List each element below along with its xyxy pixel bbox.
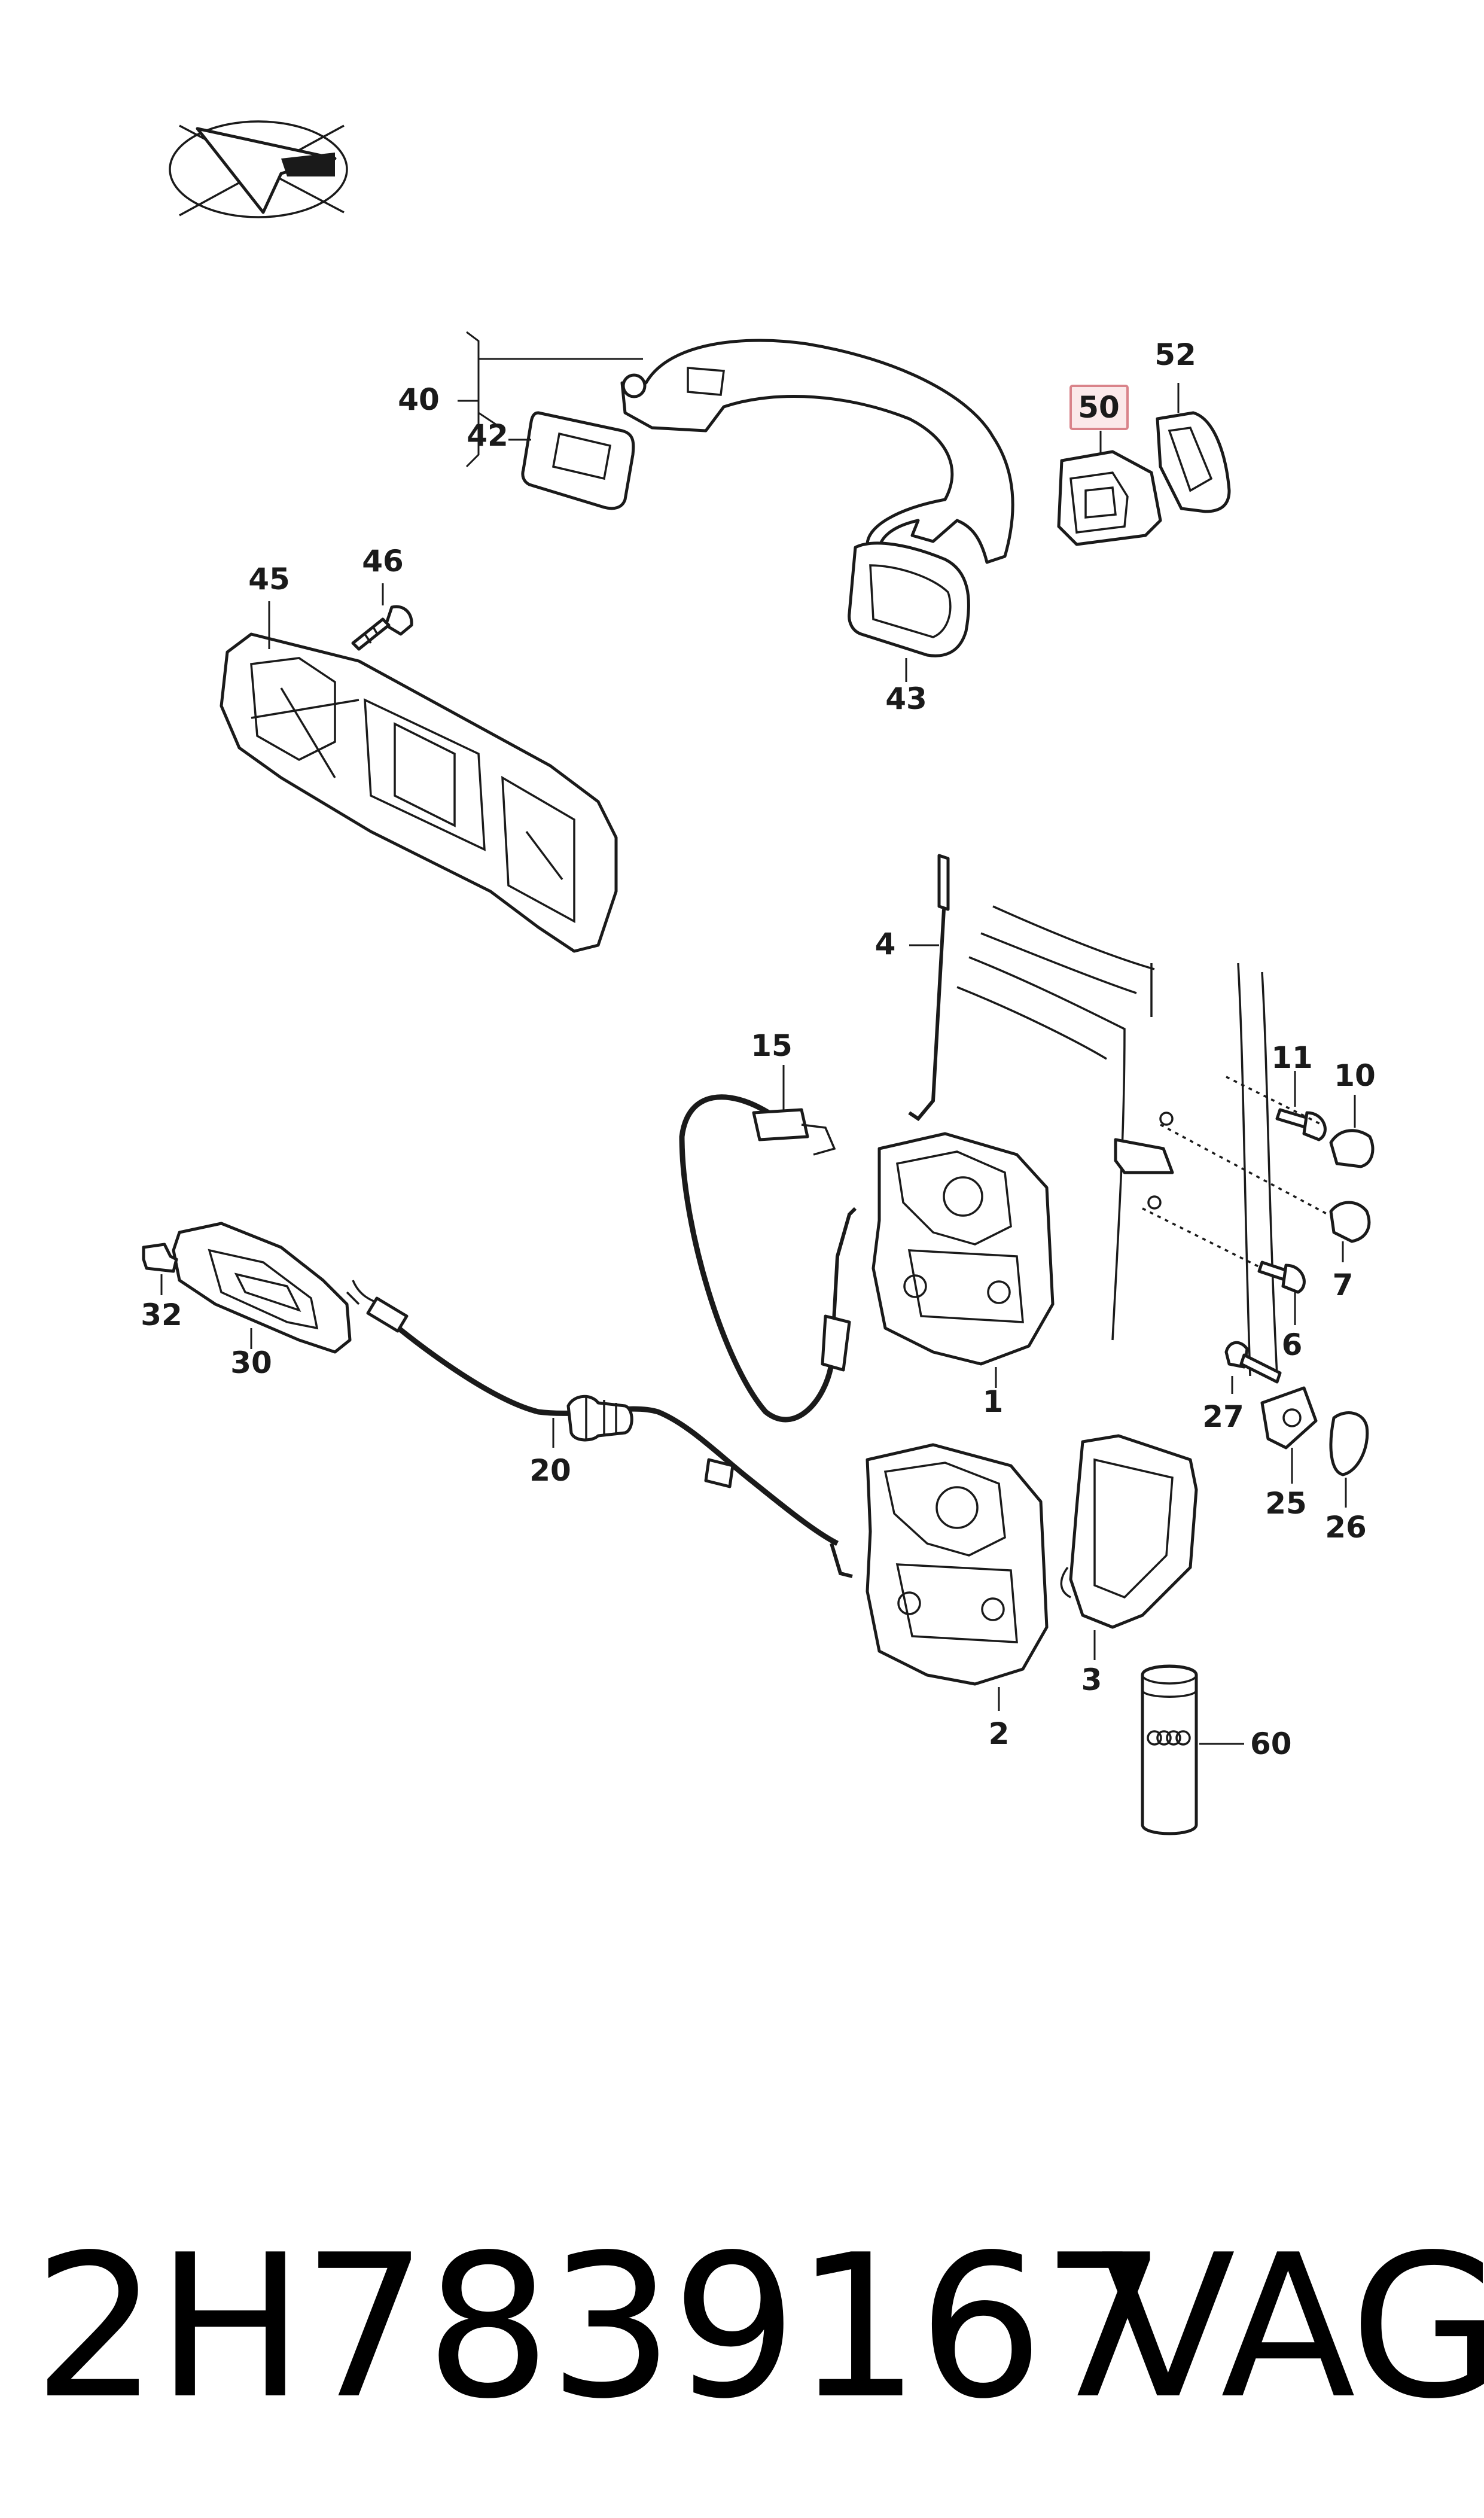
caption-bar: 2H7839167 VAG — [0, 2202, 1484, 2453]
clip-32-part — [142, 1243, 178, 1273]
cap-10-part — [1329, 1129, 1375, 1168]
cable-15-part — [679, 1094, 857, 1423]
label-10: 10 — [1334, 1058, 1376, 1093]
striker-plate-part — [1260, 1386, 1318, 1450]
brand-text: VAG — [1101, 2212, 1484, 2442]
door-handle-part — [620, 339, 1014, 564]
orientation-arrow-icon — [169, 120, 348, 218]
lock-cover-part — [1060, 1434, 1198, 1629]
cable-20-part — [346, 1280, 853, 1578]
door-lock-lower-part — [866, 1443, 1049, 1686]
label-46: 46 — [362, 544, 404, 578]
label-2: 2 — [989, 1716, 1010, 1751]
door-panel-outline — [956, 905, 1278, 1377]
door-lock-upper-part — [871, 1132, 1055, 1366]
exploded-parts-diagram: 40 42 50 52 45 46 43 4 15 11 10 7 6 1 32… — [141, 120, 1376, 1835]
inner-handle-part — [172, 1222, 352, 1354]
gasket-small-part — [521, 411, 635, 510]
label-52: 52 — [1154, 337, 1196, 372]
grease-tube-part — [1141, 1664, 1198, 1835]
carrier-bracket-part — [220, 632, 618, 953]
label-15: 15 — [751, 1028, 793, 1063]
gasket-large-part — [848, 541, 970, 657]
disc-26-part — [1329, 1411, 1369, 1476]
bracket-40-leader — [458, 331, 643, 468]
label-25: 25 — [1265, 1486, 1307, 1521]
label-27: 27 — [1202, 1399, 1244, 1434]
label-43: 43 — [885, 681, 927, 716]
bolt-6-part — [1257, 1260, 1306, 1294]
bolt-11-part — [1275, 1108, 1327, 1141]
part-number-text: 2H7839167 — [33, 2212, 1167, 2442]
cap-housing-part — [1057, 450, 1162, 546]
cap-7-part — [1329, 1201, 1371, 1243]
screw-27-part — [1224, 1341, 1282, 1384]
label-4: 4 — [875, 927, 896, 961]
label-40: 40 — [398, 382, 440, 417]
label-11: 11 — [1271, 1040, 1313, 1075]
label-42: 42 — [467, 418, 508, 453]
label-6: 6 — [1282, 1327, 1303, 1362]
label-3: 3 — [1081, 1663, 1102, 1697]
label-1: 1 — [983, 1384, 1004, 1419]
label-50: 50 — [1078, 390, 1120, 425]
label-20: 20 — [529, 1453, 571, 1488]
label-45: 45 — [248, 562, 290, 596]
label-7: 7 — [1333, 1268, 1354, 1302]
cover-cap-part — [1156, 411, 1231, 513]
label-32: 32 — [141, 1298, 182, 1332]
screw-46-part — [351, 605, 413, 651]
four-rings-logo-icon — [1147, 1730, 1191, 1746]
label-26: 26 — [1325, 1510, 1367, 1545]
label-30: 30 — [230, 1345, 272, 1380]
lock-rod-part — [908, 854, 950, 1121]
highlight-box-50 — [1069, 385, 1129, 430]
label-60: 60 — [1250, 1727, 1292, 1761]
